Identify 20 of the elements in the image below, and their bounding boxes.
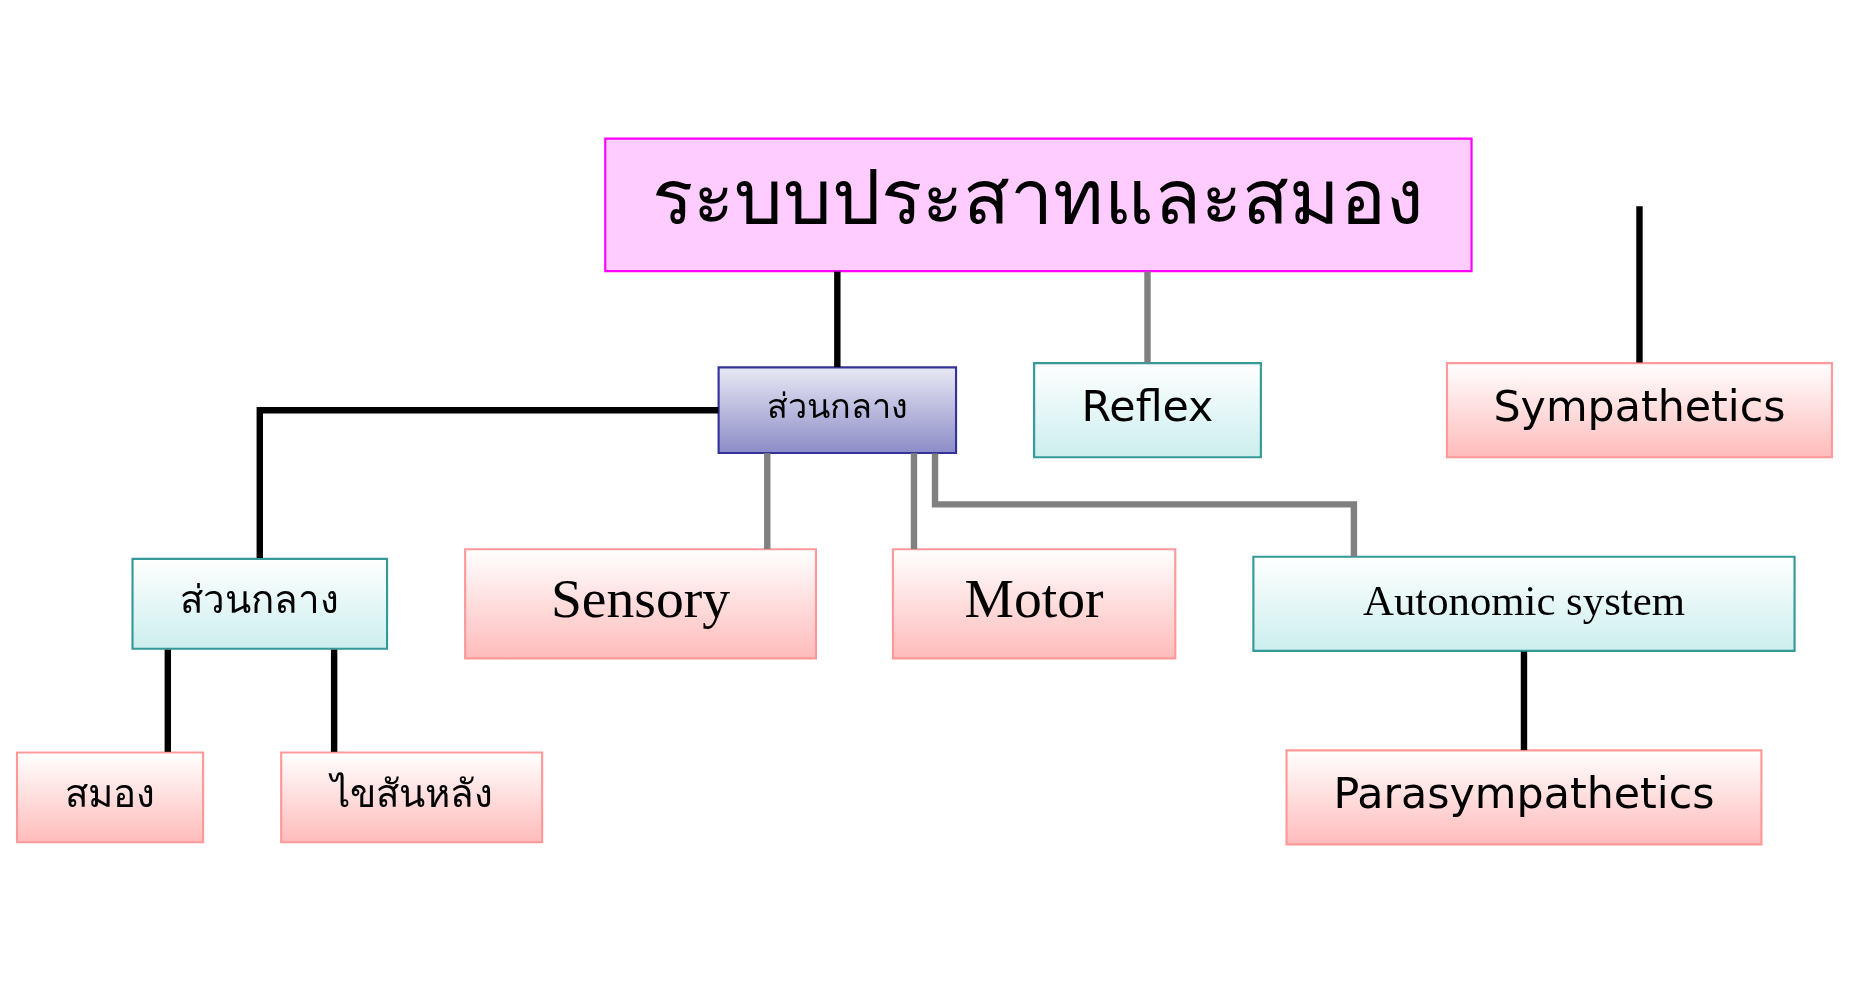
node-box: Reflex — [1033, 362, 1262, 459]
connector — [256, 407, 719, 558]
connector — [1520, 651, 1528, 751]
node-box: Parasympathetics — [1285, 749, 1763, 846]
node-box: Motor — [891, 548, 1177, 660]
connector — [834, 271, 841, 368]
connector — [931, 453, 1358, 557]
node-box: ระบบประสาทและสมอง — [604, 137, 1473, 273]
connector — [1144, 271, 1151, 363]
node-box: ส่วนกลาง — [717, 366, 958, 455]
node-box: สมอง — [15, 751, 205, 844]
connector — [764, 453, 771, 550]
node-box: ไขสันหลัง — [280, 751, 544, 844]
connector — [910, 453, 918, 550]
connector — [164, 649, 171, 752]
node-box: Sensory — [464, 548, 817, 660]
node-box: Sympathetics — [1445, 362, 1834, 459]
node-box: ส่วนกลาง — [131, 557, 389, 650]
connector — [330, 649, 338, 752]
node-box: Autonomic system — [1252, 555, 1796, 652]
